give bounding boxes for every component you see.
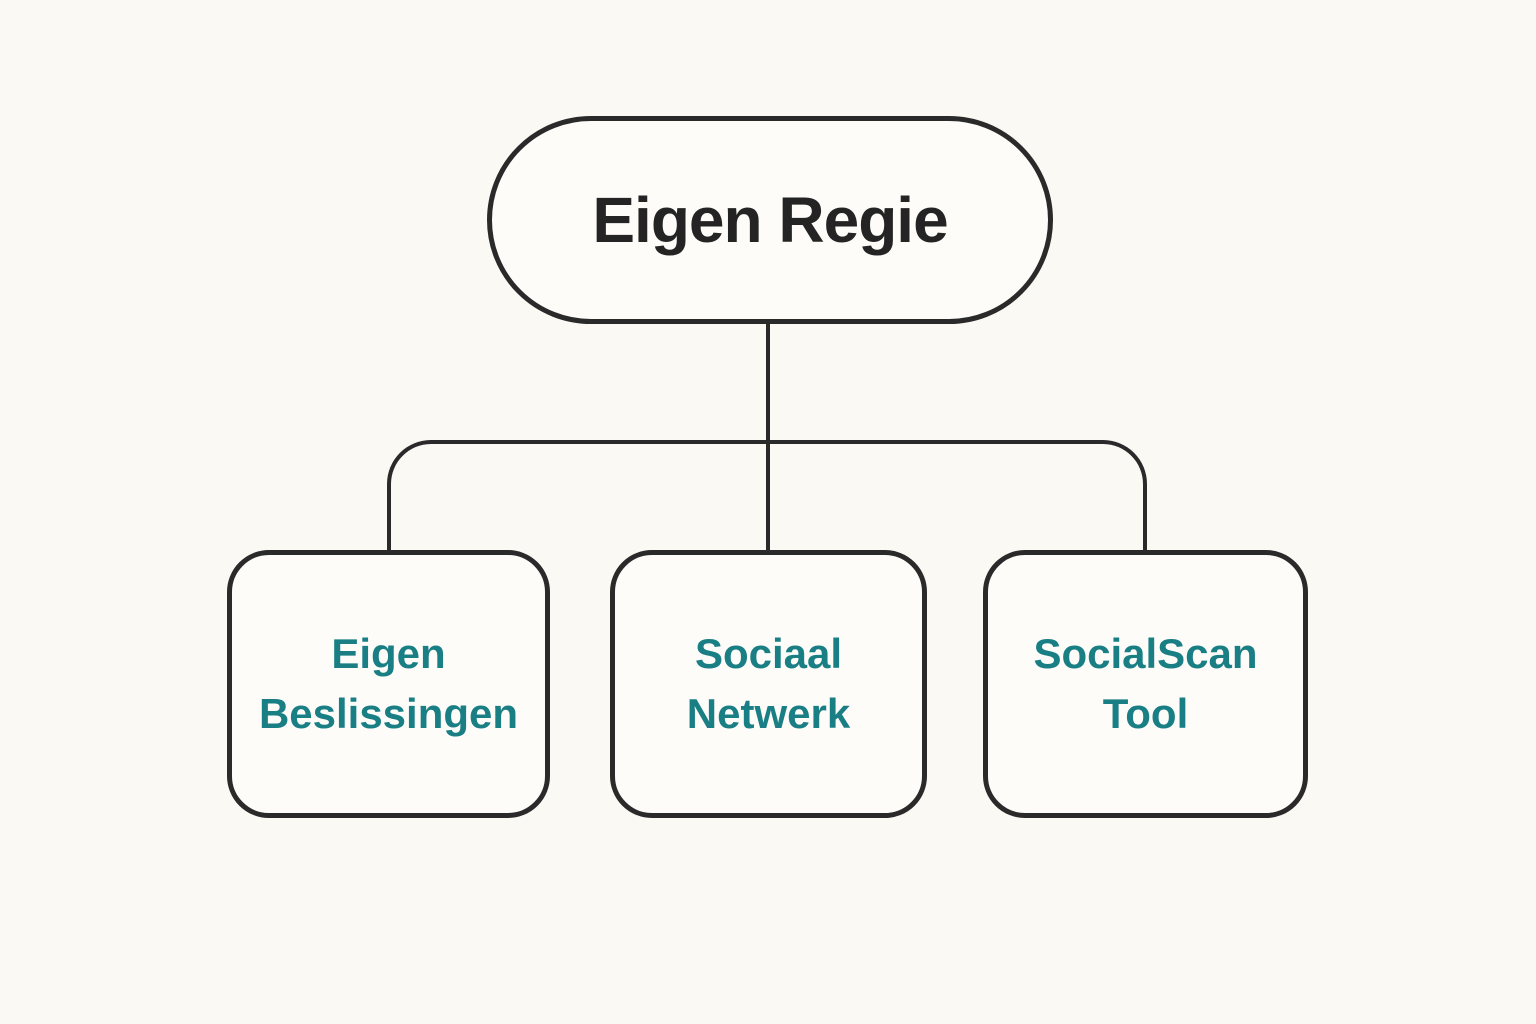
root-node-label: Eigen Regie <box>592 184 948 256</box>
connector-elbow-right <box>768 440 1147 552</box>
child-node-label: Sociaal Netwerk <box>686 630 851 737</box>
child-node-socialscan-tool: SocialScan Tool <box>983 550 1308 818</box>
child-node-label: SocialScan Tool <box>1033 630 1258 737</box>
child-node-label: Eigen Beslissingen <box>258 630 519 737</box>
connector-middle-stem <box>766 440 770 552</box>
child-node-sociaal-netwerk: Sociaal Netwerk <box>610 550 927 818</box>
connector-elbow-left <box>387 440 768 552</box>
child-node-eigen-beslissingen: Eigen Beslissingen <box>227 550 550 818</box>
root-node-eigen-regie: Eigen Regie <box>487 116 1053 324</box>
connector-root-stem <box>766 321 770 442</box>
